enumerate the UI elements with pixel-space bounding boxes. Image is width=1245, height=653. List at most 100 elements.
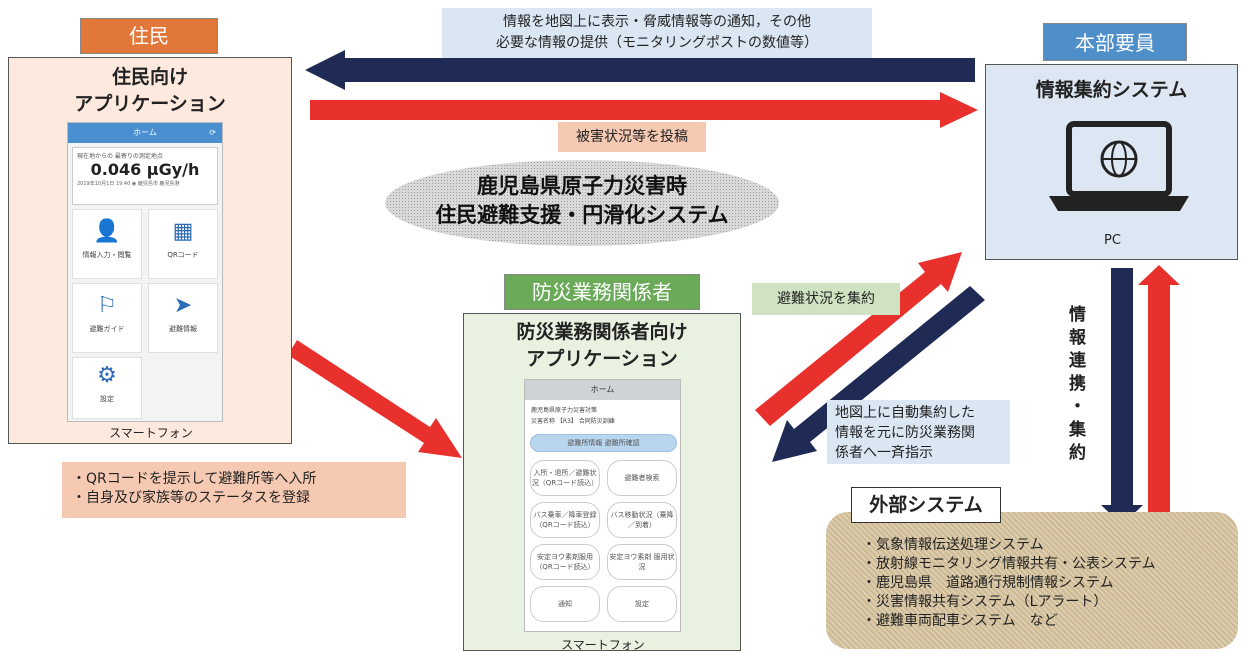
instruct-line3: 係者へ一斉指示 bbox=[835, 445, 933, 461]
tile-iodine-dose[interactable]: 安定ヨウ素剤服用（QRコード読込） bbox=[530, 544, 600, 580]
resident-note-2: ・自身及び家族等のステータスを登録 bbox=[72, 490, 310, 506]
tile-settings-label: 設定 bbox=[100, 395, 114, 403]
refresh-icon[interactable]: ⟳ bbox=[209, 128, 216, 137]
tile-iodine-dose-label: 安定ヨウ素剤服用（QRコード読込） bbox=[535, 553, 595, 571]
hq-tag-label: 本部要員 bbox=[1075, 31, 1155, 55]
arrow-hq-to-resident bbox=[305, 50, 975, 90]
disaster-info-line1: 鹿児島県原子力災害対策 bbox=[531, 407, 598, 414]
center-title: 鹿児島県原子力災害時 住民避難支援・円滑化システム bbox=[400, 172, 764, 230]
hq-pc-label: PC bbox=[1104, 233, 1121, 248]
disaster-phone-header: ホーム bbox=[525, 380, 680, 400]
tile-qr-label: QRコード bbox=[167, 251, 199, 259]
post-message-box: 被害状況等を投稿 bbox=[558, 122, 706, 152]
top-message-box: 情報を地図上に表示・脅威情報等の通知，その他 必要な情報の提供（モニタリングポス… bbox=[442, 8, 872, 58]
hq-panel: 情報集約システム PC bbox=[985, 64, 1238, 260]
resident-title-line2: アプリケーション bbox=[74, 93, 226, 115]
arrow-hq-to-disaster bbox=[772, 286, 985, 462]
shelter-button-label: 避難所情報 避難所確認 bbox=[567, 439, 640, 447]
dose-location: 鹿児島市 鹿児島港 bbox=[137, 181, 180, 187]
resident-title: 住民向け アプリケーション bbox=[9, 64, 291, 118]
top-message-line2: 必要な情報の提供（モニタリングポストの数値等） bbox=[496, 35, 818, 51]
tile-bus-status-label: バス移動状況（乗降／到着） bbox=[610, 511, 674, 529]
collect-message-box: 避難状況を集約 bbox=[752, 283, 900, 315]
arrow-disaster-to-hq bbox=[755, 252, 962, 426]
resident-phone-title: ホーム bbox=[133, 128, 157, 137]
tile-evac-guide-label: 避難ガイド bbox=[89, 325, 125, 333]
disaster-footer: スマートフォン bbox=[561, 638, 645, 652]
tile-settings[interactable]: ⚙ 設定 bbox=[72, 357, 142, 419]
tile-disaster-settings[interactable]: 設定 bbox=[607, 586, 677, 622]
resident-phone: ホーム ⟳ 現在地からの 最寄りの測定地点 0.046 µGy/h 2019年1… bbox=[67, 122, 223, 422]
arrow-hq-to-external bbox=[1101, 268, 1143, 525]
tile-qr[interactable]: ▦ QRコード bbox=[148, 209, 218, 279]
external-item-2: ・放射線モニタリング情報共有・公表システム bbox=[862, 556, 1156, 572]
tile-entry-exit[interactable]: 入所・退所／避難状況（QRコード読込） bbox=[530, 460, 600, 496]
resident-notes: ・QRコードを提示して避難所等へ入所 ・自身及び家族等のステータスを登録 bbox=[62, 462, 406, 518]
disaster-panel: 防災業務関係者向け アプリケーション ホーム 鹿児島県原子力災害対策 災害名称 … bbox=[463, 313, 741, 652]
resident-tag-label: 住民 bbox=[129, 24, 169, 48]
person-icon: 👤 bbox=[93, 219, 121, 244]
external-item-4: ・災害情報共有システム（Lアラート） bbox=[862, 594, 1108, 610]
disaster-tag-label: 防災業務関係者 bbox=[532, 280, 672, 304]
tile-bus-status[interactable]: バス移動状況（乗降／到着） bbox=[607, 502, 677, 538]
tile-evac-info[interactable]: ➤ 避難情報 bbox=[148, 283, 218, 353]
send-icon: ➤ bbox=[173, 293, 193, 318]
external-tag-label: 外部システム bbox=[869, 494, 983, 516]
tile-disaster-settings-label: 設定 bbox=[635, 600, 649, 608]
dose-station-label: 現在地からの 最寄りの測定地点 bbox=[77, 153, 163, 160]
disaster-title-line2: アプリケーション bbox=[526, 348, 678, 370]
tile-bus-board[interactable]: バス乗車／降車登録（QRコード読込） bbox=[530, 502, 600, 538]
hq-title: 情報集約システム bbox=[1035, 79, 1188, 101]
resident-title-line1: 住民向け bbox=[111, 66, 188, 88]
tile-info-input[interactable]: 👤 情報入力・閲覧 bbox=[72, 209, 142, 279]
tile-iodine-status[interactable]: 安定ヨウ素剤 服用状況 bbox=[607, 544, 677, 580]
tile-evacuee-search-label: 避難者検索 bbox=[624, 474, 660, 482]
external-item-1: ・気象情報伝送処理システム bbox=[862, 537, 1044, 553]
arrow-external-to-hq bbox=[1138, 265, 1180, 515]
tile-info-input-label: 情報入力・閲覧 bbox=[82, 251, 132, 259]
tile-notify-label: 通知 bbox=[558, 600, 572, 608]
instruct-line1: 地図上に自動集約した bbox=[835, 405, 975, 421]
disaster-title: 防災業務関係者向け アプリケーション bbox=[464, 319, 740, 373]
qr-icon: ▦ bbox=[172, 219, 194, 244]
laptop-icon bbox=[1049, 121, 1189, 211]
external-items: ・気象情報伝送処理システム ・放射線モニタリング情報共有・公表システム ・鹿児島… bbox=[862, 536, 1156, 631]
arrow-resident-to-disaster bbox=[288, 340, 462, 458]
shelter-button[interactable]: 避難所情報 避難所確認 bbox=[530, 434, 677, 452]
gear-icon: ⚙ bbox=[97, 363, 117, 388]
resident-footer: スマートフォン bbox=[109, 426, 193, 440]
resident-phone-header: ホーム ⟳ bbox=[68, 123, 222, 143]
dose-time: 2019年10月1日 19:40 bbox=[77, 181, 131, 187]
top-message-line1: 情報を地図上に表示・脅威情報等の通知，その他 bbox=[503, 14, 811, 30]
disaster-info: 鹿児島県原子力災害対策 災害名称 【R3】 合同防災訓練 bbox=[525, 400, 680, 432]
tile-entry-exit-label: 入所・退所／避難状況（QRコード読込） bbox=[531, 469, 599, 487]
tile-evac-guide[interactable]: ⚐ 避難ガイド bbox=[72, 283, 142, 353]
tile-notify[interactable]: 通知 bbox=[530, 586, 600, 622]
disaster-tag: 防災業務関係者 bbox=[504, 274, 700, 310]
arrow-resident-to-hq bbox=[310, 92, 978, 128]
center-ellipse bbox=[385, 160, 779, 246]
tile-evacuee-search[interactable]: 避難者検索 bbox=[607, 460, 677, 496]
disaster-phone: ホーム 鹿児島県原子力災害対策 災害名称 【R3】 合同防災訓練 避難所情報 避… bbox=[524, 379, 681, 632]
instruct-message-box: 地図上に自動集約した 情報を元に防災業務関 係者へ一斉指示 bbox=[827, 400, 1010, 464]
post-message: 被害状況等を投稿 bbox=[576, 129, 688, 145]
resident-panel: 住民向け アプリケーション ホーム ⟳ 現在地からの 最寄りの測定地点 0.04… bbox=[8, 57, 292, 444]
disaster-phone-title: ホーム bbox=[590, 385, 615, 394]
external-item-3: ・鹿児島県 道路通行規制情報システム bbox=[862, 575, 1114, 591]
center-title-line2: 住民避難支援・円滑化システム bbox=[435, 203, 729, 227]
tile-evac-info-label: 避難情報 bbox=[169, 325, 197, 333]
external-panel: ・気象情報伝送処理システム ・放射線モニタリング情報共有・公表システム ・鹿児島… bbox=[826, 512, 1238, 649]
hq-tag: 本部要員 bbox=[1043, 23, 1187, 61]
flag-icon: ⚐ bbox=[97, 293, 117, 318]
link-label: 情報連携・集約 bbox=[1065, 305, 1085, 466]
center-title-line1: 鹿児島県原子力災害時 bbox=[477, 174, 687, 198]
resident-tag: 住民 bbox=[80, 18, 218, 54]
disaster-info-line2: 災害名称 【R3】 合同防災訓練 bbox=[531, 418, 615, 425]
location-pin-icon: ◉ bbox=[131, 181, 137, 187]
dose-value: 0.046 µGy/h bbox=[90, 160, 200, 179]
collect-message: 避難状況を集約 bbox=[777, 291, 875, 307]
resident-note-1: ・QRコードを提示して避難所等へ入所 bbox=[72, 471, 317, 487]
tile-iodine-status-label: 安定ヨウ素剤 服用状況 bbox=[609, 553, 675, 571]
disaster-title-line1: 防災業務関係者向け bbox=[516, 321, 688, 343]
